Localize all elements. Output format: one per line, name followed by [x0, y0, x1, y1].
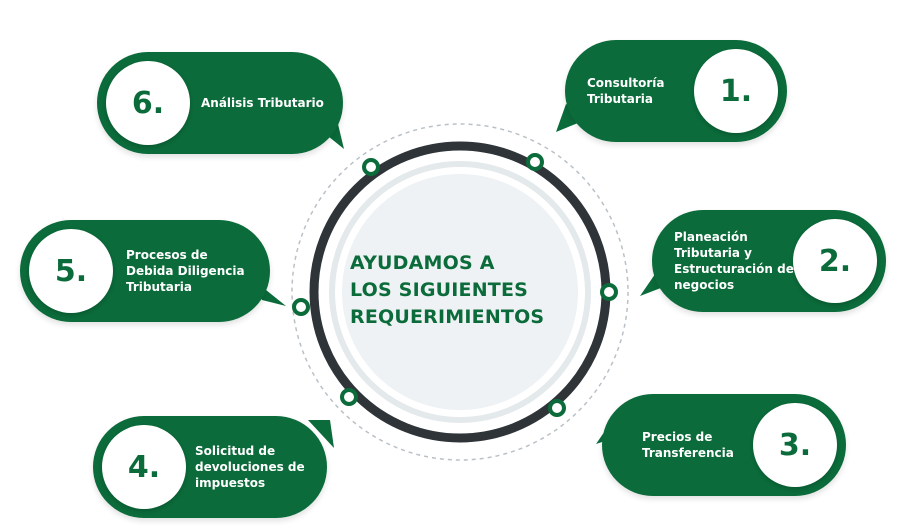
item-3-number: 3. — [778, 427, 812, 463]
center-title: AYUDAMOS A LOS SIGUIENTES REQUERIMIENTOS — [350, 252, 545, 328]
item-2-label: Planeación Tributaria y Estructuración d… — [674, 230, 794, 292]
center-disc — [342, 174, 578, 410]
outer-dashed-ring — [291, 123, 629, 461]
item-2-bubble: 2. Planeación Tributaria y Estructuració… — [652, 210, 886, 312]
connector-dot-1 — [526, 153, 544, 171]
item-6-label: Análisis Tributario — [201, 96, 324, 110]
item-6-bubble: 6. Análisis Tributario — [97, 52, 343, 154]
item-5-bubble: 5. Procesos de Debida Diligencia Tributa… — [20, 220, 270, 322]
item-1-number-circle: 1. — [694, 49, 778, 133]
item-2-number-circle: 2. — [793, 219, 877, 303]
item-4-number-circle: 4. — [102, 425, 186, 509]
connector-dot-4 — [340, 388, 358, 406]
connector-dot-6 — [362, 158, 380, 176]
item-4-number: 4. — [127, 449, 161, 485]
connector-dot-3 — [548, 399, 566, 417]
item-4-label: Solicitud de devoluciones de impuestos — [195, 444, 305, 490]
item-1-number: 1. — [719, 73, 753, 109]
item-1-bubble: 1. Consultoría Tributaria — [565, 40, 787, 142]
item-6-number-circle: 6. — [106, 61, 190, 145]
connector-dot-2 — [600, 283, 618, 301]
item-5-number-circle: 5. — [29, 229, 113, 313]
item-3-number-circle: 3. — [753, 403, 837, 487]
item-3-bubble: 3. Precios de Transferencia — [602, 394, 846, 496]
item-5-label: Procesos de Debida Diligencia Tributaria — [126, 248, 245, 294]
item-4-bubble: 4. Solicitud de devoluciones de impuesto… — [93, 416, 327, 518]
item-5-number: 5. — [54, 253, 88, 289]
item-6-number: 6. — [131, 85, 165, 121]
connector-dot-5 — [292, 298, 310, 316]
bubble-tail-4 — [308, 420, 334, 448]
item-3-label: Precios de Transferencia — [642, 430, 734, 460]
item-1-label: Consultoría Tributaria — [587, 76, 665, 106]
item-2-number: 2. — [818, 243, 852, 279]
